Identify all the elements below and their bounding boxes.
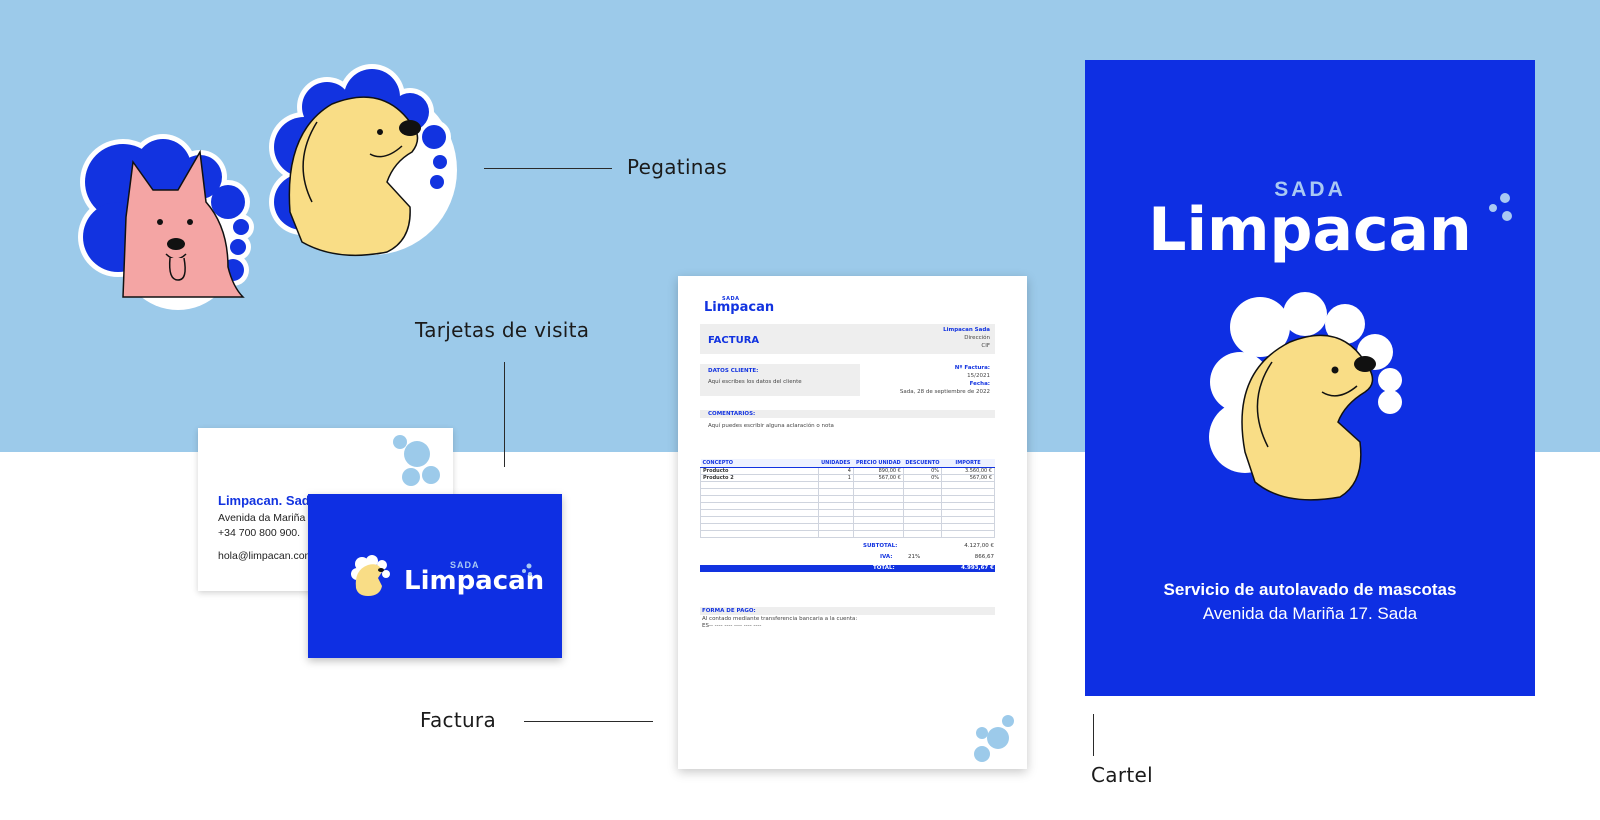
invoice-items-table: CONCEPTO UNIDADES PRECIO UNIDAD DESCUENT… <box>700 459 995 538</box>
row-amount: 567,00 € <box>941 474 995 482</box>
business-card-front: SADA Limpacan <box>308 494 562 658</box>
invoice-bubbles-decoration <box>974 715 1014 762</box>
water-drops-icon <box>522 563 532 576</box>
table-row: Producto 2 1 567,00 € 0% 567,00 € <box>700 474 995 482</box>
poster-sada-text: SADA <box>1274 178 1346 201</box>
empty-row <box>700 523 995 531</box>
payment-text: Al contado mediante transferencia bancar… <box>702 616 858 622</box>
invoice-client-title: DATOS CLIENTE: <box>708 368 759 374</box>
total-label: TOTAL: <box>873 565 895 571</box>
empty-row <box>700 488 995 496</box>
invoice-document: SADA Limpacan FACTURA Limpacan Sada Dire… <box>678 276 1027 769</box>
poster: SADA Limpacan Servicio de autolavado de … <box>1085 60 1535 696</box>
invoice-date-label: Fecha: <box>969 381 990 387</box>
invoice-title: FACTURA <box>708 335 760 346</box>
comments-value: Aquí puedes escribir alguna aclaración o… <box>708 423 834 429</box>
invoice-company-name: Limpacan Sada <box>943 327 990 333</box>
card-dog-logo <box>351 555 390 596</box>
table-row: Producto 4 890,00 € 0% 3.560,00 € <box>700 467 995 475</box>
invoice-company-address: Dirección <box>964 335 990 341</box>
invoice-client-value: Aquí escribes los datos del cliente <box>708 379 802 385</box>
invoice-date-value: Sada, 28 de septiembre de 2022 <box>899 389 990 395</box>
poster-label: Cartel <box>1091 763 1153 787</box>
row-units: 1 <box>817 474 854 482</box>
row-discount: 0% <box>902 467 943 475</box>
yellow-dog-sticker <box>269 64 457 257</box>
invoice-client-box <box>700 364 860 396</box>
water-drops-icon <box>1489 193 1512 221</box>
invoice-meta-block: Nº Factura: 15/2021 Fecha: Sada, 28 de s… <box>900 364 990 396</box>
col-amount: IMPORTE <box>941 459 995 468</box>
payment-title: FORMA DE PAGO: <box>702 608 756 614</box>
card-brand-name: Limpacan <box>404 566 545 596</box>
col-units: UNIDADES <box>818 459 854 468</box>
empty-row <box>700 516 995 524</box>
total-bar <box>700 565 995 572</box>
card-email: hola@limpacan.com <box>218 550 314 562</box>
bubbles-decoration <box>393 435 440 486</box>
row-units: 4 <box>817 467 854 475</box>
col-unit-price: PRECIO UNIDAD <box>853 459 904 468</box>
empty-row <box>700 530 995 538</box>
row-price: 567,00 € <box>852 474 904 482</box>
card-phone: +34 700 800 900. <box>218 527 301 539</box>
invoice-label: Factura <box>420 708 497 732</box>
comments-title: COMENTARIOS: <box>708 411 756 417</box>
row-price: 890,00 € <box>852 467 904 475</box>
business-cards-leader-line <box>504 362 505 467</box>
comments-bar <box>700 410 995 418</box>
col-concept: CONCEPTO <box>700 459 819 468</box>
iva-label: IVA: <box>880 554 893 560</box>
row-concept: Producto 2 <box>700 474 819 482</box>
col-discount: DESCUENTO <box>903 459 942 468</box>
empty-row <box>700 495 995 503</box>
invoice-header-box <box>700 324 995 354</box>
invoice-company-cif: CIF <box>981 343 990 349</box>
payment-bar <box>700 607 995 615</box>
business-cards-label: Tarjetas de visita <box>415 318 590 342</box>
card-sada-text: SADA <box>450 560 480 570</box>
poster-leader-line <box>1093 714 1094 756</box>
stickers-label: Pegatinas <box>627 155 728 179</box>
iva-rate: 21% <box>908 554 921 560</box>
pink-dog-sticker <box>78 134 254 310</box>
empty-row <box>700 481 995 489</box>
row-concept: Producto <box>700 467 819 475</box>
poster-address: Avenida da Mariña 17. Sada <box>1202 604 1418 623</box>
invoice-number-value: 15/2021 <box>967 373 990 379</box>
invoice-leader-line <box>524 721 653 722</box>
empty-row <box>700 502 995 510</box>
subtotal-label: SUBTOTAL: <box>863 543 898 549</box>
row-discount: 0% <box>902 474 943 482</box>
iva-value: 866,67 <box>974 554 994 560</box>
row-amount: 3.560,00 € <box>941 467 995 475</box>
payment-account: ES-- ---- ---- ---- ---- ---- <box>702 623 762 629</box>
stickers-leader-line <box>484 168 612 169</box>
poster-dog-illustration <box>1209 292 1402 501</box>
total-value: 4.993,67 € <box>961 565 994 571</box>
invoice-number-label: Nº Factura: <box>954 365 990 371</box>
invoice-sada-text: SADA <box>722 296 740 302</box>
poster-service-text: Servicio de autolavado de mascotas <box>1163 580 1457 599</box>
subtotal-value: 4.127,00 € <box>964 543 994 549</box>
poster-brand-name: Limpacan <box>1148 195 1472 265</box>
card-company-name: Limpacan. Sada <box>218 493 317 508</box>
invoice-company-block: Limpacan Sada Dirección CIF <box>943 326 990 350</box>
empty-row <box>700 509 995 517</box>
invoice-brand: Limpacan <box>704 300 775 315</box>
